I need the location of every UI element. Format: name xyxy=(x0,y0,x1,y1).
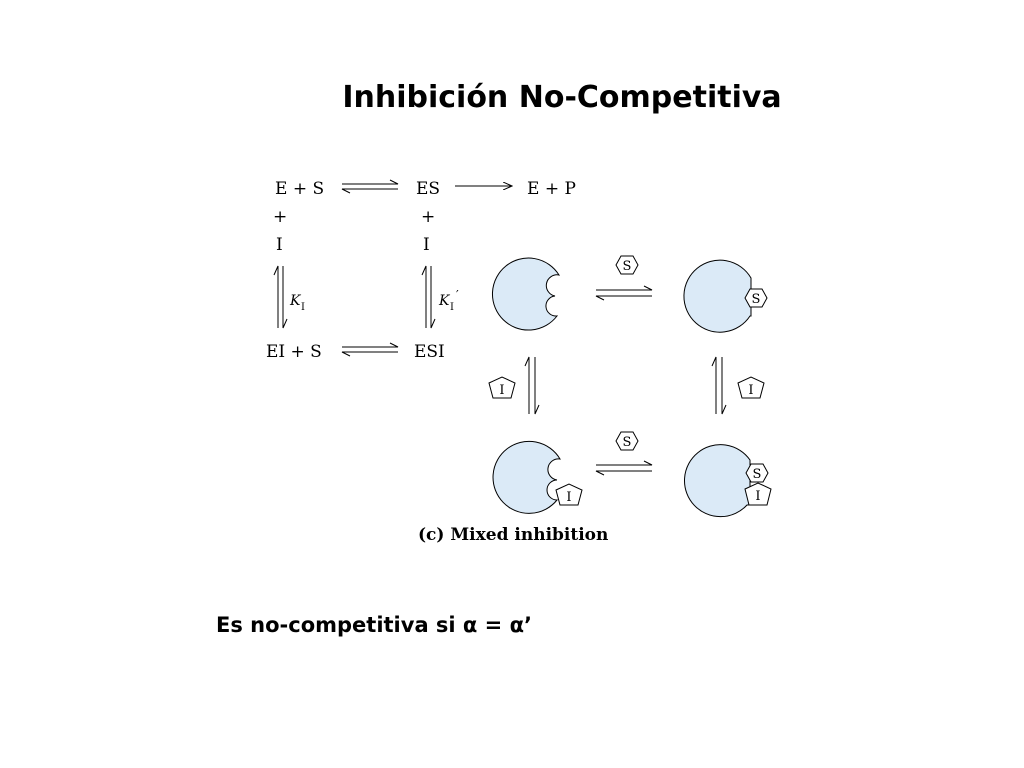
esi-label: ESI xyxy=(414,342,445,362)
substrate-s: S xyxy=(623,259,632,274)
substrate-s: S xyxy=(752,292,761,307)
enzyme-esi xyxy=(684,444,751,518)
substrate-hexagon-bound-es: S xyxy=(744,288,768,308)
ki-k: K xyxy=(289,293,302,309)
inhibitor-i: I xyxy=(748,383,753,398)
inhibitor-label-right: I xyxy=(423,235,430,255)
inhibitor-pentagon-bound-esi: I xyxy=(744,482,772,506)
e-plus-p-label: E + P xyxy=(527,179,576,199)
es-label: ES xyxy=(416,179,440,199)
equilibrium-arrow-left xyxy=(273,265,288,329)
inhibitor-label-left: I xyxy=(276,235,283,255)
equilibrium-arrow-top xyxy=(341,179,399,194)
substrate-s: S xyxy=(753,467,762,482)
inhibitor-pentagon-bound-ei: I xyxy=(555,483,583,506)
substrate-hexagon-bound-esi: S xyxy=(745,463,769,483)
ki-prime-mark: ′ xyxy=(456,288,459,302)
equilibrium-arrow-cartoon-left xyxy=(524,356,540,415)
enzyme-ei xyxy=(492,440,561,514)
substrate-hexagon-top: S xyxy=(615,255,639,275)
equilibrium-arrow-cartoon-top xyxy=(595,285,653,301)
substrate-s: S xyxy=(623,435,632,450)
inhibitor-pentagon-left: I xyxy=(488,376,516,399)
inhibitor-i: I xyxy=(566,490,571,505)
e-plus-s-label: E + S xyxy=(275,179,324,199)
slide-title: Inhibición No-Competitiva xyxy=(342,80,782,115)
equilibrium-arrow-cartoon-bottom xyxy=(595,460,653,476)
inhibitor-i: I xyxy=(499,383,504,398)
substrate-hexagon-bottom: S xyxy=(615,431,639,451)
inhibitor-pentagon-right: I xyxy=(737,376,765,399)
equilibrium-arrow-bottom xyxy=(341,342,399,357)
ki-constant-left: K I xyxy=(289,293,305,313)
ki-prime-sub: I xyxy=(450,302,454,313)
equilibrium-arrow-cartoon-right xyxy=(711,356,727,415)
ki-prime-k: K xyxy=(438,293,451,309)
ki-sub: I xyxy=(301,302,305,313)
ei-plus-s-label: EI + S xyxy=(266,342,322,362)
cartoon-caption: (c) Mixed inhibition xyxy=(418,525,608,545)
ki-prime-constant-right: K I ′ xyxy=(438,288,459,313)
equilibrium-arrow-right xyxy=(421,265,436,329)
plus-sign-left: + xyxy=(273,207,287,227)
inhibitor-i: I xyxy=(755,489,760,504)
enzyme-es xyxy=(683,259,752,333)
plus-sign-right: + xyxy=(421,207,435,227)
enzyme-free xyxy=(491,257,561,331)
footer-condition: Es no-competitiva si α = α’ xyxy=(216,613,532,637)
